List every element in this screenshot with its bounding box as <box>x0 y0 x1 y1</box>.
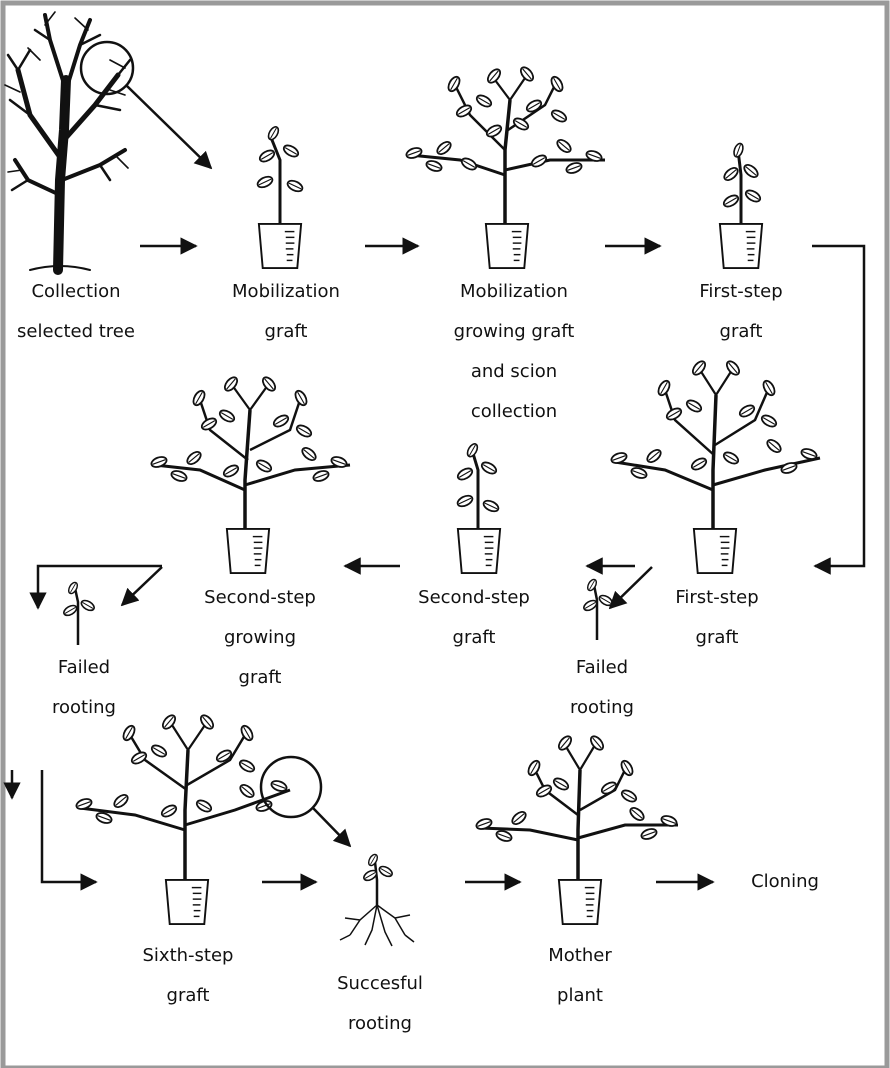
large-growing-plant-4 <box>79 724 291 880</box>
selection-circle <box>79 40 135 96</box>
bare-tree-illustration <box>4 11 132 275</box>
rooted-cutting <box>339 852 415 947</box>
label-cloning: Cloning <box>751 871 819 892</box>
connector-left-to-sixth <box>40 770 98 891</box>
large-growing-plant-3 <box>614 369 821 530</box>
arrow-select-to-graft <box>126 85 213 170</box>
arrow-r2-fail-mid <box>608 566 653 610</box>
large-growing-plant-2-leaves <box>149 374 349 575</box>
scion-circle <box>259 755 323 819</box>
failed-cutting-mid <box>581 577 615 640</box>
mother-plant <box>479 744 678 880</box>
arrow-scion-to-rooting <box>312 807 352 848</box>
small-graft-plant-3 <box>454 441 502 575</box>
large-growing-plant-2 <box>154 384 351 530</box>
large-growing-plant-4-leaves <box>74 712 289 926</box>
connector-right <box>812 244 866 575</box>
connector-left-top <box>29 564 162 610</box>
small-graft-plant-2 <box>718 141 764 270</box>
small-graft-plant <box>255 124 305 270</box>
failed-cutting-left <box>61 580 97 645</box>
arrow-r2-fail-left <box>120 566 163 607</box>
